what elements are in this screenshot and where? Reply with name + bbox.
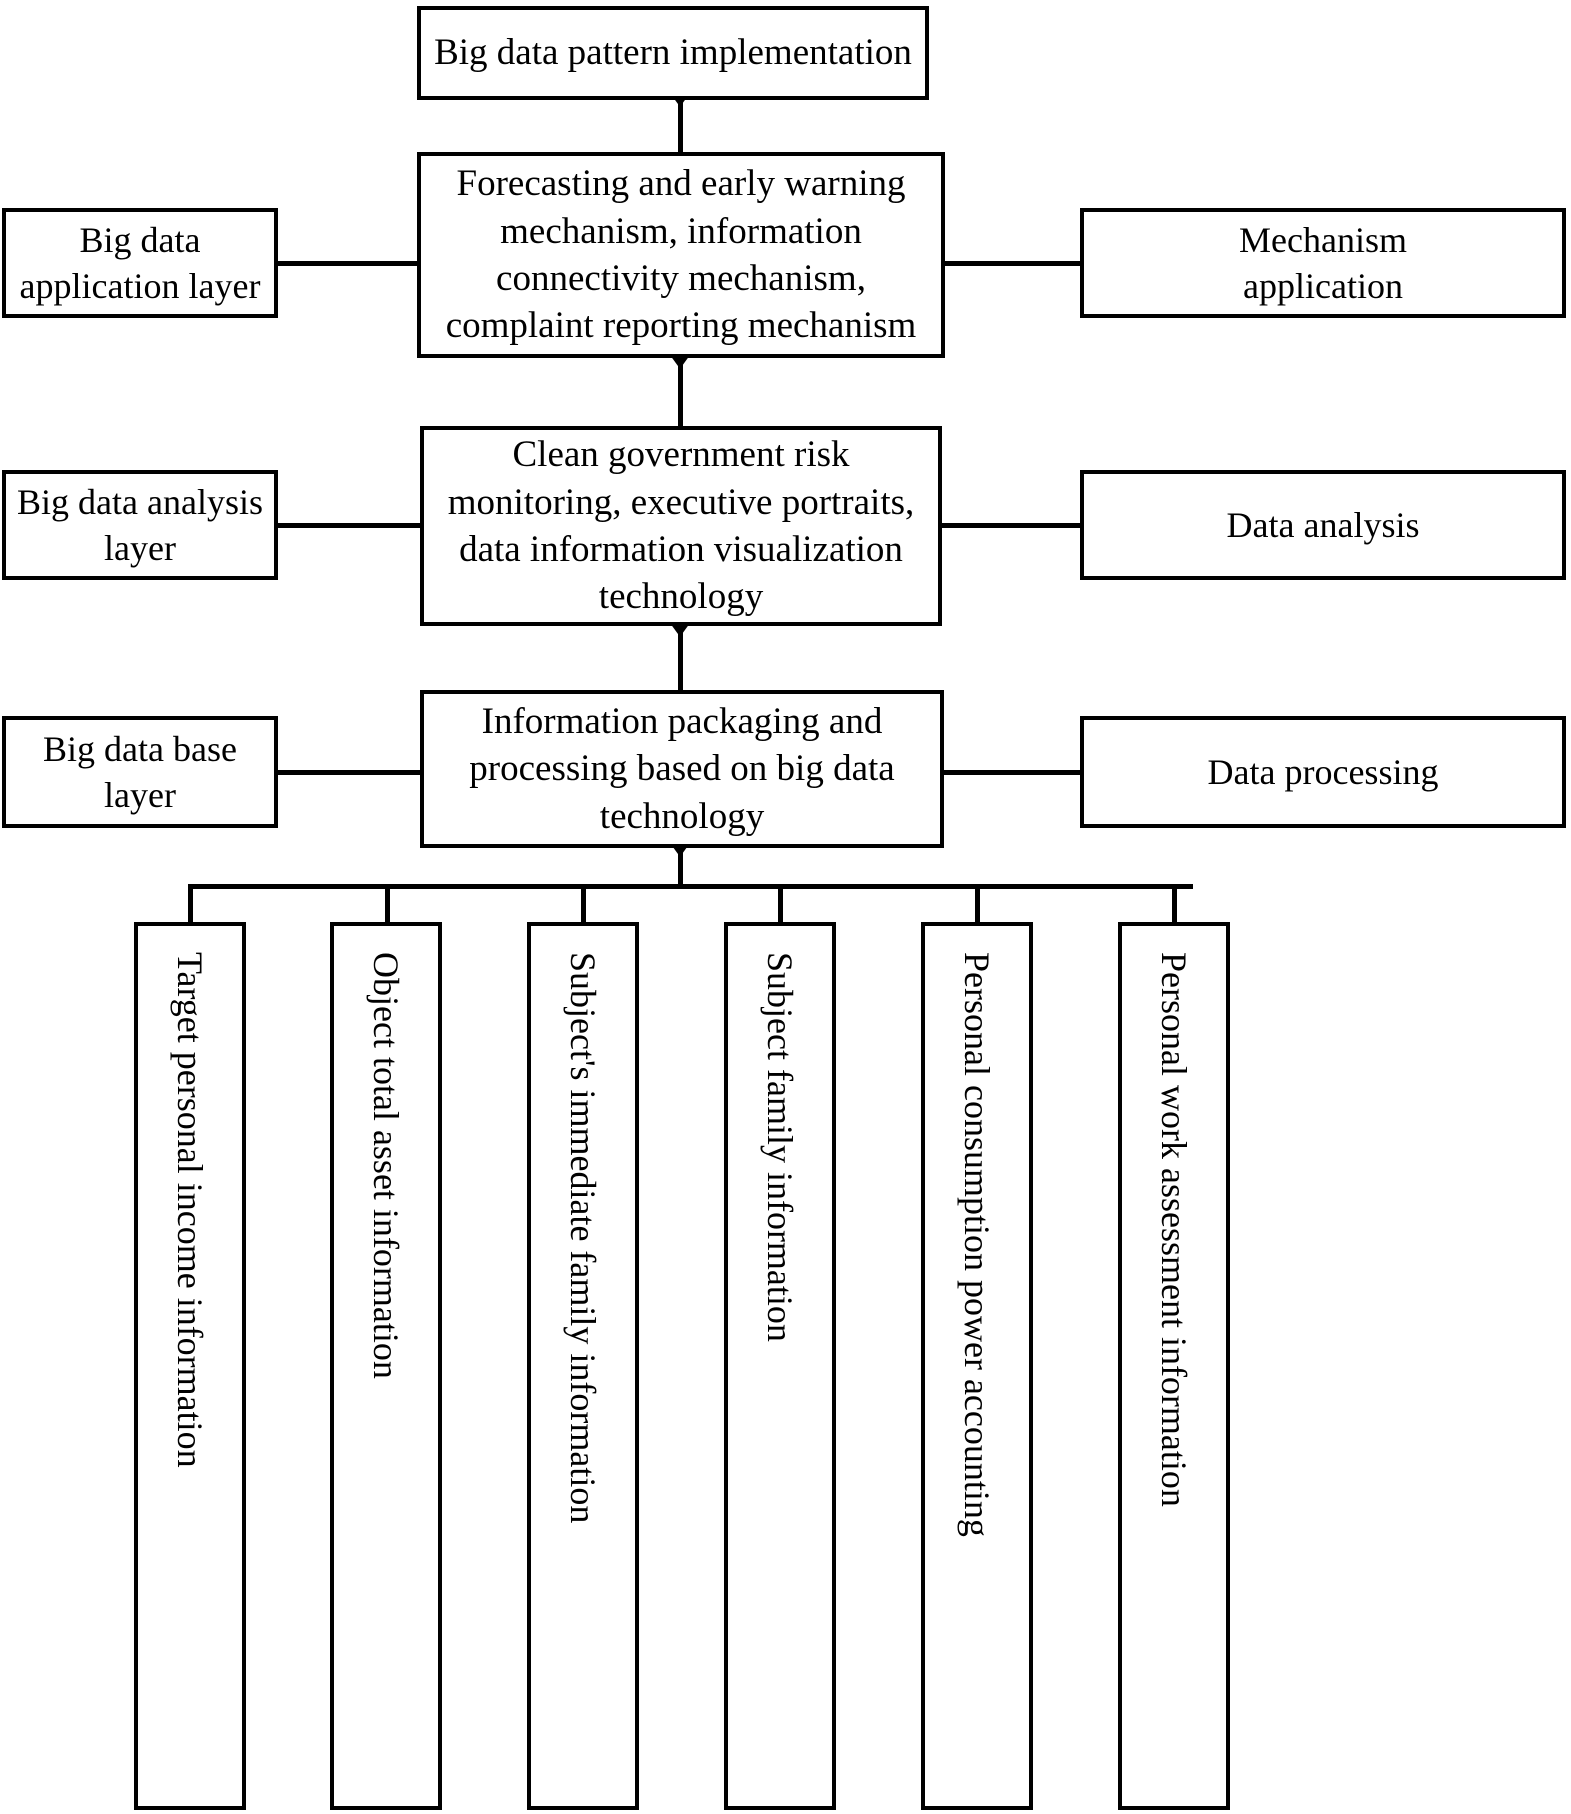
box-data-processing[interactable]: Data processing	[1080, 716, 1566, 828]
connector-analysis-to-application	[678, 358, 683, 430]
box-data-analysis[interactable]: Data analysis	[1080, 470, 1566, 580]
box-big-data-base-layer[interactable]: Big data base layer	[2, 716, 278, 828]
source-drop-3	[581, 884, 586, 924]
box-source-personal-consumption-power-accounting[interactable]: Personal consumption power accounting	[921, 922, 1033, 1810]
connector-left-application	[276, 261, 421, 266]
box-application-left-label: Big data application layer	[19, 219, 261, 306]
sources-bus	[188, 884, 1193, 889]
connector-right-analysis	[938, 523, 1084, 528]
box-big-data-application-layer[interactable]: Big data application layer	[2, 208, 278, 318]
connector-application-to-top	[678, 96, 683, 158]
box-base-center-label: Information packaging and processing bas…	[469, 700, 895, 837]
source-label-4: Subject family information	[760, 952, 800, 1342]
box-source-object-total-asset-information[interactable]: Object total asset information	[330, 922, 442, 1810]
source-label-5: Personal consumption power accounting	[957, 952, 997, 1537]
source-drop-6	[1172, 884, 1177, 924]
box-base-left-label: Big data base layer	[43, 728, 237, 815]
source-label-6: Personal work assessment information	[1154, 952, 1194, 1507]
box-base-layer-center[interactable]: Information packaging and processing bas…	[420, 690, 944, 848]
connector-left-base	[276, 770, 424, 775]
box-top-label: Big data pattern implementation	[434, 32, 912, 74]
box-application-center-label: Forecasting and early warning mechanism,…	[445, 163, 917, 347]
box-source-subject-immediate-family-information[interactable]: Subject's immediate family information	[527, 922, 639, 1810]
connector-left-analysis	[276, 523, 424, 528]
box-big-data-pattern-implementation[interactable]: Big data pattern implementation	[417, 6, 929, 100]
box-application-right-label: Mechanism application	[1239, 219, 1407, 306]
box-source-personal-work-assessment-information[interactable]: Personal work assessment information	[1118, 922, 1230, 1810]
source-drop-1	[188, 884, 193, 924]
connector-sources-to-base	[678, 846, 683, 886]
source-label-1: Target personal income information	[170, 952, 210, 1468]
box-source-target-personal-income-information[interactable]: Target personal income information	[134, 922, 246, 1810]
box-analysis-center-label: Clean government risk monitoring, execut…	[447, 434, 915, 618]
box-big-data-analysis-layer[interactable]: Big data analysis layer	[2, 470, 278, 580]
source-drop-4	[778, 884, 783, 924]
box-source-subject-family-information[interactable]: Subject family information	[724, 922, 836, 1810]
source-label-2: Object total asset information	[366, 952, 406, 1379]
source-drop-2	[385, 884, 390, 924]
source-drop-5	[975, 884, 980, 924]
box-base-right-label: Data processing	[1207, 751, 1439, 792]
box-application-layer-center[interactable]: Forecasting and early warning mechanism,…	[417, 152, 945, 358]
source-label-3: Subject's immediate family information	[563, 952, 603, 1524]
box-analysis-layer-center[interactable]: Clean government risk monitoring, execut…	[420, 426, 942, 626]
connector-right-application	[941, 261, 1084, 266]
box-mechanism-application[interactable]: Mechanism application	[1080, 208, 1566, 318]
connector-base-to-analysis	[678, 626, 683, 696]
connector-right-base	[940, 770, 1084, 775]
box-analysis-right-label: Data analysis	[1226, 504, 1420, 545]
box-analysis-left-label: Big data analysis layer	[17, 481, 263, 568]
